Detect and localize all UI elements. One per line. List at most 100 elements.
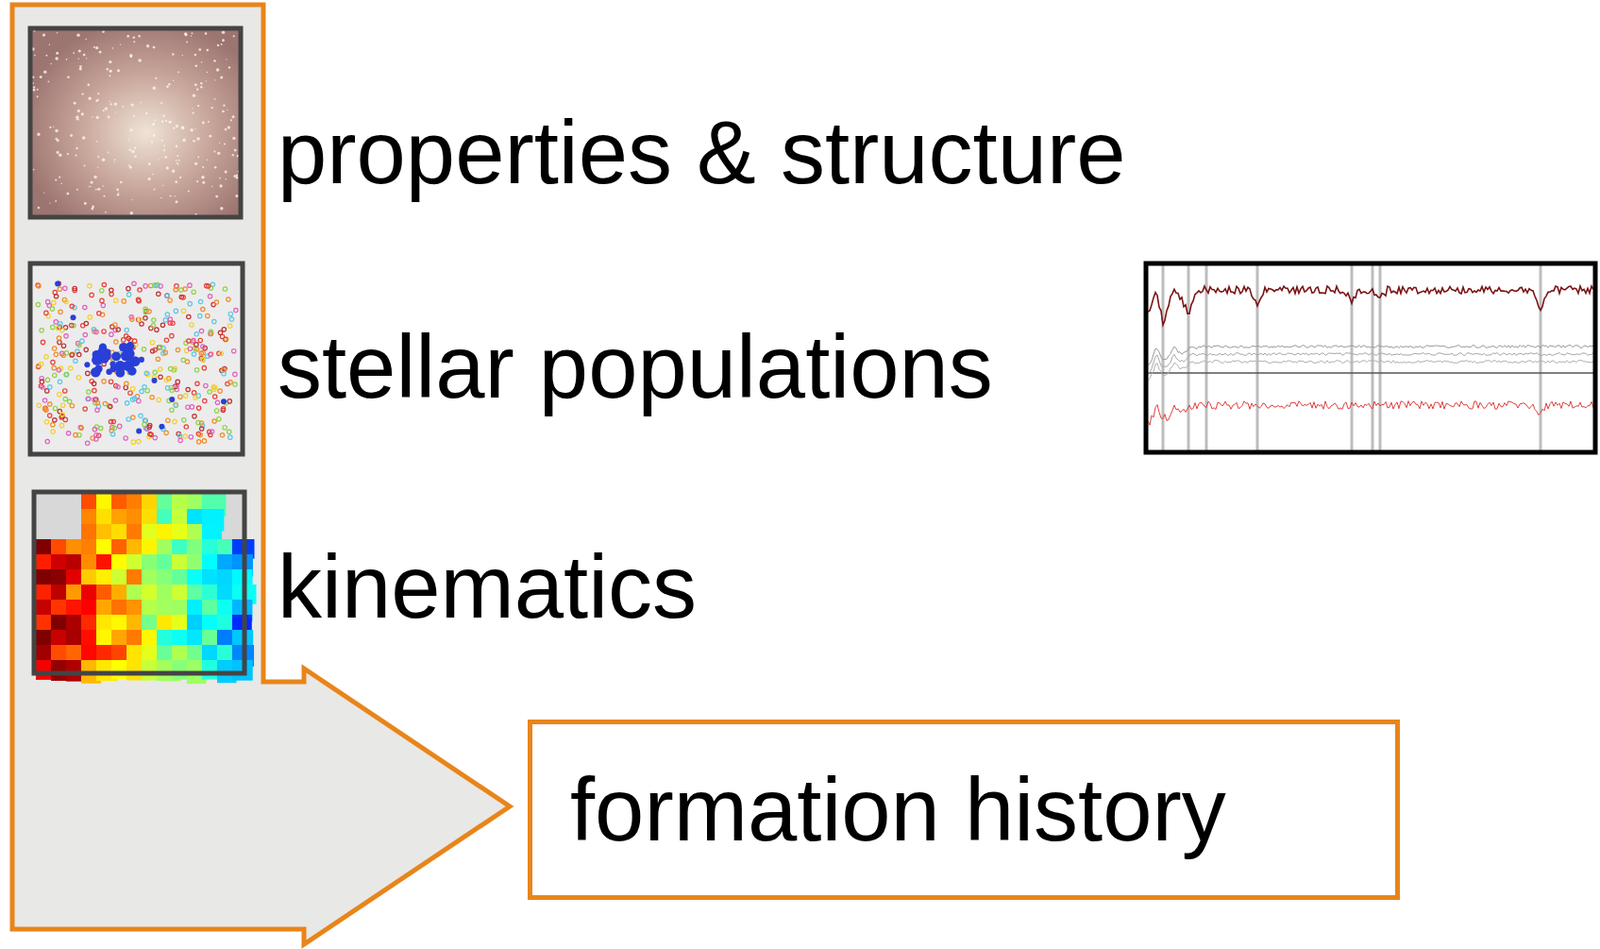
star-marker xyxy=(154,327,159,332)
star-marker xyxy=(151,318,156,322)
star-marker xyxy=(48,413,52,418)
star-marker xyxy=(121,299,126,304)
star-marker xyxy=(208,352,213,356)
star-marker xyxy=(73,432,78,437)
star-dot xyxy=(224,128,228,132)
star-marker xyxy=(178,394,183,399)
star-dot xyxy=(217,44,219,47)
star-dot xyxy=(128,149,131,152)
star-marker xyxy=(164,430,169,435)
star-marker xyxy=(64,334,68,338)
star-dot xyxy=(115,111,117,113)
star-dot xyxy=(192,139,196,143)
star-dot xyxy=(214,79,216,81)
star-dot xyxy=(176,162,179,165)
star-marker xyxy=(203,383,208,388)
star-marker xyxy=(60,412,65,417)
star-marker xyxy=(89,292,94,297)
star-dot xyxy=(117,191,119,193)
axis-line xyxy=(1145,371,1596,374)
star-marker xyxy=(222,286,227,291)
star-marker xyxy=(44,407,49,412)
cluster-dot xyxy=(138,356,145,363)
star-dot xyxy=(87,96,91,100)
star-dot xyxy=(204,32,208,35)
star-marker xyxy=(61,343,66,348)
star-marker xyxy=(44,420,49,424)
star-marker xyxy=(199,426,203,431)
star-marker xyxy=(139,321,144,326)
star-marker xyxy=(99,425,103,430)
box-text: formation history xyxy=(570,760,1396,859)
star-marker xyxy=(217,416,221,421)
star-dot xyxy=(69,134,73,137)
star-dot xyxy=(214,98,217,101)
star-dot xyxy=(151,122,155,126)
star-dot xyxy=(33,85,35,88)
star-dot xyxy=(58,153,62,157)
star-dot xyxy=(73,101,77,105)
star-dot xyxy=(148,177,152,181)
star-dot xyxy=(84,38,87,41)
star-dot xyxy=(49,126,51,129)
star-dot xyxy=(224,170,228,174)
star-marker xyxy=(114,339,118,344)
star-dot xyxy=(185,136,186,138)
star-marker xyxy=(57,391,62,396)
star-dot xyxy=(197,104,200,107)
star-marker xyxy=(53,320,58,324)
star-marker xyxy=(92,426,97,431)
star-dot xyxy=(54,200,57,203)
star-marker xyxy=(109,287,114,292)
star-marker xyxy=(50,429,55,434)
star-dot xyxy=(76,33,81,37)
star-marker xyxy=(51,365,56,370)
star-marker xyxy=(156,397,161,402)
star-marker xyxy=(168,317,172,321)
star-marker xyxy=(228,435,233,439)
star-dot xyxy=(187,190,190,193)
star-marker xyxy=(187,346,192,351)
star-marker xyxy=(113,322,118,327)
thumb-ground xyxy=(30,263,243,455)
cluster-dot xyxy=(124,360,135,371)
star-dot xyxy=(221,31,226,35)
star-marker xyxy=(168,385,173,389)
star-dot xyxy=(133,40,135,43)
star-marker xyxy=(69,353,74,357)
star-marker xyxy=(137,317,142,321)
star-marker xyxy=(185,387,190,391)
star-marker xyxy=(97,311,102,316)
star-marker xyxy=(36,403,41,407)
cluster-dot xyxy=(220,398,227,405)
star-marker xyxy=(232,348,236,353)
section-label: properties & structure xyxy=(277,103,1127,202)
star-marker xyxy=(131,415,135,420)
star-marker xyxy=(227,323,232,328)
star-marker xyxy=(221,370,226,375)
star-marker xyxy=(150,395,154,400)
star-marker xyxy=(143,316,148,320)
star-marker xyxy=(202,398,207,403)
star-dot xyxy=(175,159,178,162)
star-marker xyxy=(143,418,148,422)
star-marker xyxy=(53,352,58,356)
star-marker xyxy=(166,418,170,422)
star-dot xyxy=(95,46,99,50)
star-marker xyxy=(181,295,186,300)
star-marker xyxy=(202,365,206,370)
star-marker xyxy=(208,352,213,356)
cluster-dot xyxy=(168,396,175,403)
star-dot xyxy=(211,106,214,109)
star-dot xyxy=(133,115,135,118)
star-marker xyxy=(100,298,104,303)
star-marker xyxy=(182,418,186,422)
star-marker xyxy=(184,424,188,429)
star-dot xyxy=(75,147,78,150)
model-line xyxy=(1147,353,1594,373)
star-marker xyxy=(131,386,135,390)
star-dot xyxy=(75,116,79,119)
star-dot xyxy=(233,174,236,178)
star-dot xyxy=(192,94,197,99)
thumb-frame xyxy=(30,28,241,218)
